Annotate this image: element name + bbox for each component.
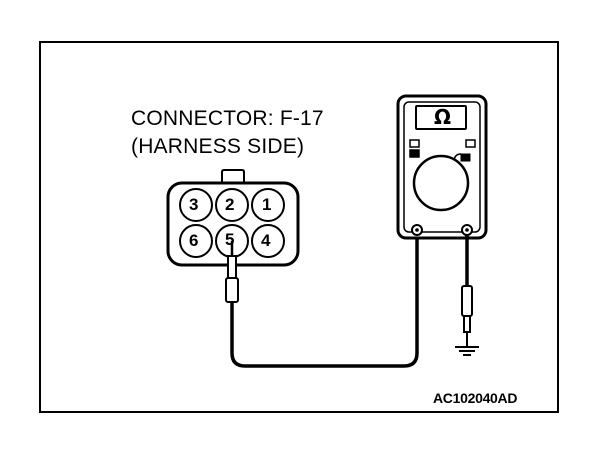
connector-title: CONNECTOR: F-17: [131, 107, 324, 130]
pin-1-label: 1: [262, 195, 272, 214]
ground-icon: [455, 346, 479, 356]
pin-3-cavity: [179, 188, 213, 222]
pin-3-label: 3: [189, 195, 199, 214]
pin-6-cavity: [179, 224, 213, 258]
ohmmeter-icon: [396, 94, 488, 240]
pin-2-label: 2: [225, 195, 235, 214]
figure-frame: [39, 41, 559, 413]
pin-6-label: 6: [189, 231, 199, 250]
figure-code: AC102040AD: [433, 390, 518, 406]
meter-dial: [412, 154, 470, 212]
connector-subtitle: (HARNESS SIDE): [131, 135, 305, 158]
probe-icon: [225, 241, 239, 303]
pin-2-cavity: [215, 188, 249, 222]
pin-1-cavity: [251, 188, 285, 222]
pin-4-cavity: [251, 224, 285, 258]
meter-display: [415, 105, 467, 130]
pin-5-label: 5: [225, 230, 235, 249]
pin-4-label: 4: [261, 231, 271, 250]
ground-lead: [461, 235, 473, 346]
test-lead-wire: [230, 230, 419, 368]
ohm-symbol: Ω: [434, 105, 452, 129]
